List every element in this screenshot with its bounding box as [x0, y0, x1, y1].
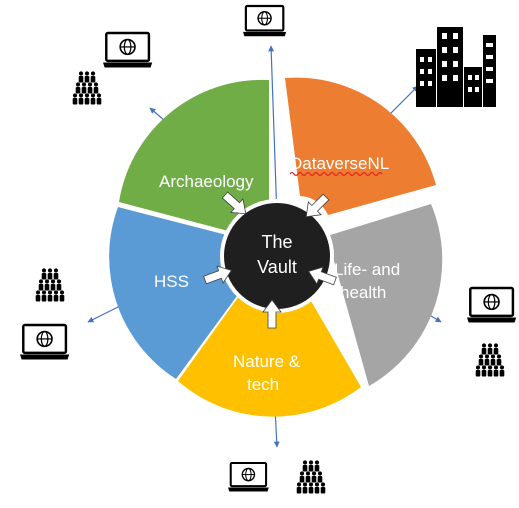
inward-arrow-top-left: [221, 191, 247, 215]
people-group-icon-bottom: [297, 460, 326, 493]
people-group-icon-left: [36, 268, 65, 301]
segment-dataversenl: [285, 77, 436, 215]
inward-arrows: [203, 191, 337, 329]
people-group-icon-top-left: [73, 71, 102, 104]
spellcheck-underline: [289, 171, 383, 177]
vault-label-line1: The: [261, 232, 292, 252]
vault-circle: [220, 199, 334, 313]
segment-label-life-health-1: Life- and: [334, 260, 400, 279]
inward-arrow-top-right: [305, 193, 330, 218]
laptop-icon-right: [465, 286, 518, 324]
segment-nature-tech: [178, 268, 361, 417]
laptop-icon-top-left: [101, 31, 154, 69]
connector-top: [268, 45, 280, 219]
segment-label-hss: HSS: [154, 272, 189, 291]
laptop-icon-top: [241, 4, 288, 38]
inward-arrow-bottom: [262, 299, 282, 329]
laptop-icon-left: [18, 323, 71, 361]
people-group-icon-right: [476, 343, 505, 376]
segment-label-dataversenl: DataverseNL: [290, 154, 389, 173]
segment-life-health: [327, 204, 443, 386]
buildings-icon: [416, 27, 496, 107]
segment-label-nature-tech-2: tech: [247, 375, 279, 394]
inward-arrow-left: [203, 265, 232, 285]
vault-label-line2: Vault: [257, 257, 297, 277]
inward-arrow-right: [308, 266, 337, 286]
segment-label-life-health-2: health: [340, 283, 386, 302]
laptop-icon-bottom: [226, 461, 270, 493]
segment-label-archaeology: Archaeology: [159, 172, 254, 191]
connector-hss: [87, 303, 125, 323]
segment-label-nature-tech-1: Nature &: [233, 352, 301, 371]
